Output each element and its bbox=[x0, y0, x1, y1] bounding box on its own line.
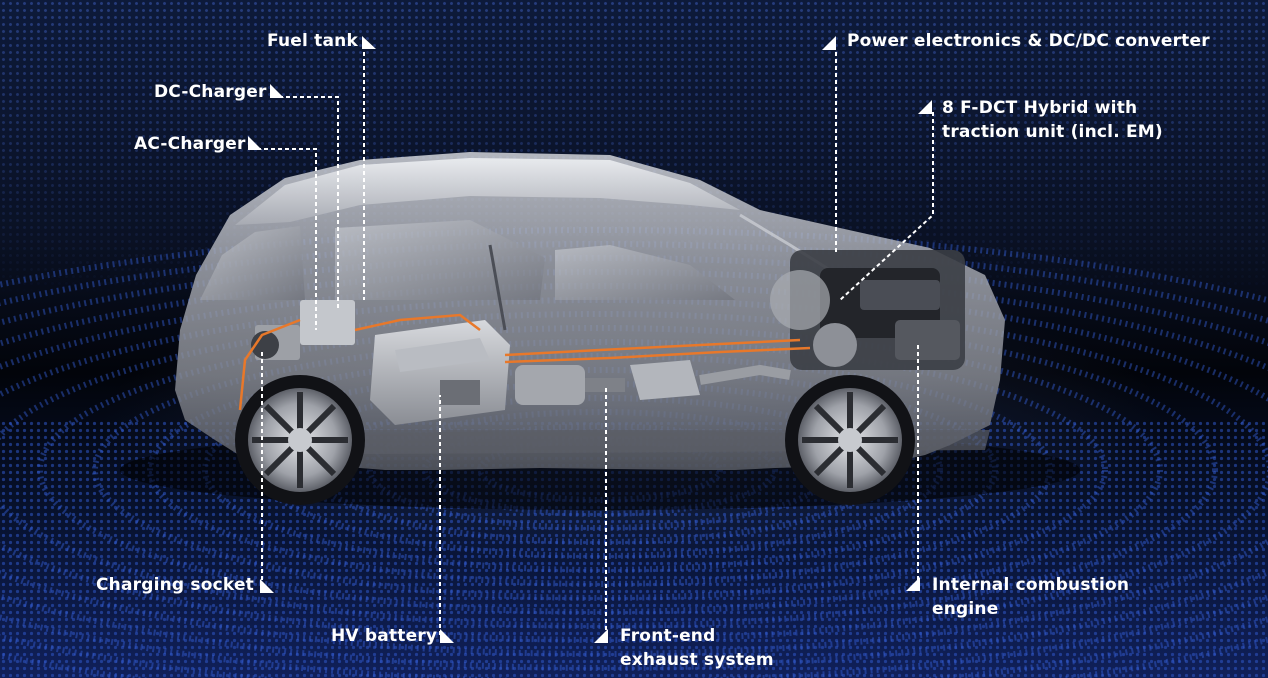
hv-cables bbox=[238, 313, 811, 411]
corner-triangle-icon bbox=[822, 36, 836, 50]
label-transmission: 8 F-DCT Hybrid with traction unit (incl.… bbox=[942, 98, 1163, 142]
leader-dc-charger bbox=[272, 96, 339, 310]
engine-bay bbox=[770, 250, 965, 370]
leader-ac-charger bbox=[250, 148, 317, 330]
corner-triangle-icon bbox=[248, 136, 262, 150]
leader-transmission bbox=[839, 112, 934, 301]
label-hv-battery: HV battery bbox=[331, 626, 438, 646]
rear-wheel bbox=[235, 375, 365, 505]
label-fuel-tank: Fuel tank bbox=[267, 31, 358, 51]
corner-triangle-icon bbox=[594, 629, 608, 643]
label-engine: Internal combustion engine bbox=[932, 575, 1130, 619]
corner-triangle-icon bbox=[362, 36, 376, 49]
label-ac-charger: AC-Charger bbox=[134, 134, 246, 154]
corner-triangle-icon bbox=[260, 579, 274, 593]
corner-triangle-icon bbox=[440, 629, 454, 643]
front-wheel bbox=[785, 375, 915, 505]
rear-window bbox=[200, 226, 305, 300]
label-power-electronics: Power electronics & DC/DC converter bbox=[847, 31, 1210, 51]
corner-triangle-icon bbox=[918, 100, 932, 114]
label-exhaust: Front-end exhaust system bbox=[620, 626, 774, 670]
label-charging-socket: Charging socket bbox=[96, 575, 255, 595]
front-window bbox=[555, 245, 735, 300]
corner-triangle-icon bbox=[906, 577, 920, 591]
corner-triangle-icon bbox=[270, 84, 284, 98]
floor-wave-arc bbox=[37, 325, 1163, 615]
hv-battery-unit bbox=[370, 320, 510, 425]
exhaust-system bbox=[515, 360, 791, 405]
side-window bbox=[335, 220, 545, 300]
label-dc-charger: DC-Charger bbox=[154, 82, 267, 102]
